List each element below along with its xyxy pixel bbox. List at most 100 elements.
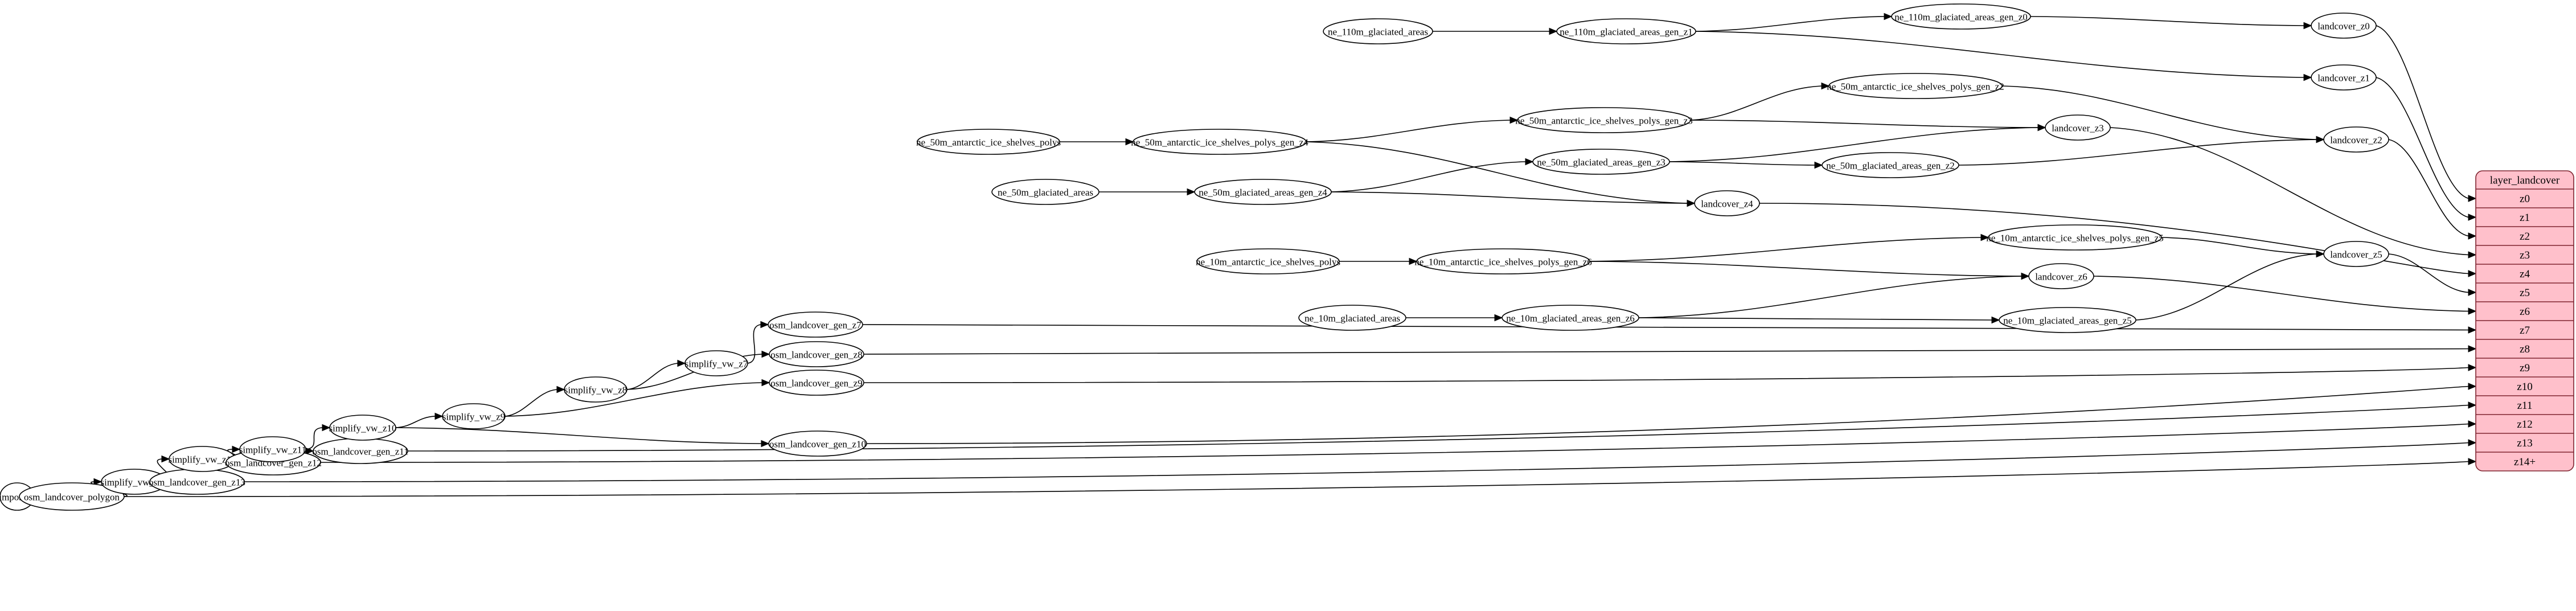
node-simplify_vw_z11[interactable] [239, 436, 306, 462]
node-ne_110m_glaciated_areas_gen_z1[interactable] [1556, 18, 1696, 44]
node-ne_110m_glaciated_areas_gen_z0[interactable] [1891, 3, 2031, 30]
arrowhead-icon [1821, 82, 1830, 90]
node-label-osm_landcover_gen_z10: osm_landcover_gen_z10 [769, 439, 866, 450]
arrowhead-icon [1549, 27, 1558, 35]
node-ne_50m_antarctic_ice_shelves_polys_gen_z4[interactable] [1133, 129, 1307, 155]
node-label-ne_50m_antarctic_ice_shelves_polys_gen_z3: ne_50m_antarctic_ice_shelves_polys_gen_z… [1515, 116, 1693, 126]
arrowhead-icon [2468, 439, 2477, 446]
edge-ne_50m_glaciated_areas_gen_z2-to-landcover_z2 [1958, 139, 2317, 166]
table-row-z9[interactable]: z9 [2520, 362, 2530, 374]
node-landcover_z0[interactable] [2311, 13, 2377, 39]
table-row-z6[interactable]: z6 [2520, 306, 2530, 318]
arrowhead-icon [2468, 383, 2477, 390]
node-label-ne_110m_glaciated_areas: ne_110m_glaciated_areas [1328, 27, 1428, 38]
layer-landcover-table: layer_landcover z0 z1 z2 z3 z4 z5 z6 z7 z8 z9 z10 z1… [2475, 170, 2574, 471]
node-simplify_vw_z9[interactable] [442, 403, 506, 429]
node-ne_10m_antarctic_ice_shelves_polys[interactable] [1196, 248, 1340, 274]
arrowhead-icon [2468, 458, 2477, 465]
arrowhead-icon [1509, 116, 1519, 124]
table-row-z2[interactable]: z2 [2520, 231, 2530, 243]
node-ne_50m_glaciated_areas_gen_z4[interactable] [1194, 179, 1332, 205]
node-label-osm_landcover_polygon: osm_landcover_polygon [24, 492, 120, 503]
arrowhead-icon [2303, 73, 2312, 81]
edge-osm_landcover_gen_z8-to-layer_landcover_z8 [863, 348, 2469, 355]
table-row-z11[interactable]: z11 [2517, 400, 2533, 412]
node-ne_50m_glaciated_areas_gen_z3[interactable] [1532, 149, 1670, 175]
edge-simplify_vw_z9-to-simplify_vw_z8 [504, 389, 557, 417]
node-landcover_z3[interactable] [2045, 114, 2111, 141]
node-osm_landcover_gen_z10[interactable] [768, 430, 867, 457]
node-label-ne_10m_antarctic_ice_shelves_polys_gen_z5: ne_10m_antarctic_ice_shelves_polys_gen_z… [1986, 233, 2164, 244]
table-row-z8[interactable]: z8 [2520, 343, 2530, 355]
node-label-landcover_z6: landcover_z6 [2035, 272, 2087, 282]
arrowhead-icon [2468, 270, 2477, 277]
node-ne_50m_glaciated_areas[interactable] [991, 179, 1100, 205]
node-ne_50m_antarctic_ice_shelves_polys[interactable] [917, 129, 1060, 155]
edge-ne_10m_glaciated_areas_gen_z5-to-landcover_z5 [2135, 253, 2317, 321]
node-label-ne_110m_glaciated_areas_gen_z0: ne_110m_glaciated_areas_gen_z0 [1894, 12, 2028, 23]
edge-ne_50m_glaciated_areas_gen_z4-to-landcover_z4 [1331, 191, 1688, 204]
table-row-z4[interactable]: z4 [2520, 268, 2530, 280]
edge-ne_50m_antarctic_ice_shelves_polys_gen_z3-to-landcover_z3 [1690, 120, 2038, 128]
node-landcover_z1[interactable] [2311, 64, 2377, 91]
node-simplify_vw_z8[interactable] [564, 376, 627, 403]
node-label-landcover_z4: landcover_z4 [1701, 199, 1753, 210]
node-ne_10m_glaciated_areas_gen_z5[interactable] [1999, 307, 2136, 333]
table-row-z12[interactable]: z12 [2517, 419, 2532, 430]
table-row-z7[interactable]: z7 [2520, 325, 2530, 337]
table-header-label: layer_landcover [2490, 175, 2560, 187]
node-osm_landcover_gen_z7[interactable] [768, 311, 863, 338]
node-landcover_z5[interactable] [2323, 241, 2389, 267]
node-label-osm_landcover_gen_z7: osm_landcover_gen_z7 [769, 320, 862, 331]
node-ne_10m_antarctic_ice_shelves_polys_gen_z6[interactable] [1416, 248, 1590, 274]
node-landcover_z6[interactable] [2028, 263, 2094, 289]
arrowhead-icon [556, 386, 565, 393]
node-osm_landcover_gen_z9[interactable] [769, 370, 864, 396]
node-label-osm_landcover_gen_z11: osm_landcover_gen_z11 [312, 446, 408, 457]
arrowhead-icon [1525, 158, 1534, 166]
table-row-z14p[interactable]: z14+ [2514, 456, 2536, 468]
table-row-z0[interactable]: z0 [2520, 193, 2530, 205]
node-simplify_vw_z10[interactable] [329, 415, 396, 441]
node-ne_10m_glaciated_areas_gen_z6[interactable] [1502, 305, 1639, 331]
arrowhead-icon [2468, 326, 2477, 334]
edge-simplify_vw_z9-to-osm_landcover_gen_z9 [504, 382, 762, 417]
edge-ne_110m_glaciated_areas_gen_z1-to-landcover_z1 [1695, 31, 2304, 78]
table-row-z1[interactable]: z1 [2520, 212, 2530, 224]
table-row-z13[interactable]: z13 [2517, 437, 2532, 449]
table-row-z10[interactable]: z10 [2517, 381, 2532, 393]
node-ne_50m_antarctic_ice_shelves_polys_gen_z3[interactable] [1517, 107, 1691, 133]
node-label-landcover_z0: landcover_z0 [2317, 21, 2370, 32]
arrowhead-icon [2303, 22, 2312, 30]
node-ne_10m_glaciated_areas[interactable] [1298, 305, 1406, 331]
node-landcover_z4[interactable] [1694, 190, 1760, 216]
edge-ne_50m_glaciated_areas_gen_z3-to-landcover_z3 [1669, 127, 2038, 162]
node-label-simplify_vw_z10: simplify_vw_z10 [329, 423, 397, 434]
edge-simplify_vw_z10-to-simplify_vw_z9 [395, 416, 436, 428]
arrowhead-icon [761, 379, 770, 387]
node-label-ne_10m_glaciated_areas_gen_z5: ne_10m_glaciated_areas_gen_z5 [2003, 315, 2132, 326]
node-osm_landcover_gen_z8[interactable] [769, 341, 864, 367]
arrowhead-icon [434, 412, 444, 420]
node-landcover_z2[interactable] [2323, 126, 2389, 153]
node-label-simplify_vw_z11: simplify_vw_z11 [239, 445, 306, 456]
arrowhead-icon [761, 350, 770, 358]
edge-landcover_z4-to-layer_landcover_z4 [1759, 203, 2469, 274]
table-row-z5[interactable]: z5 [2520, 287, 2530, 299]
node-ne_50m_glaciated_areas_gen_z2[interactable] [1822, 152, 1959, 178]
arrowhead-icon [322, 424, 331, 432]
table-row-z3[interactable]: z3 [2520, 249, 2530, 261]
node-label-osm_landcover_gen_z12: osm_landcover_gen_z12 [225, 458, 322, 469]
node-label-ne_110m_glaciated_areas_gen_z1: ne_110m_glaciated_areas_gen_z1 [1560, 27, 1693, 38]
arrowhead-icon [2316, 136, 2325, 143]
node-ne_10m_antarctic_ice_shelves_polys_gen_z5[interactable] [1988, 224, 2162, 251]
node-simplify_vw_z7[interactable] [684, 350, 748, 376]
node-ne_50m_antarctic_ice_shelves_polys_gen_z2[interactable] [1828, 73, 2003, 99]
arrowhead-icon [1980, 233, 1990, 241]
arrowhead-icon [2468, 251, 2477, 259]
node-osm_landcover_polygon[interactable] [19, 482, 125, 511]
node-label-simplify_vw_z12: simplify_vw_z12 [169, 454, 236, 465]
node-ne_110m_glaciated_areas[interactable] [1323, 18, 1433, 44]
arrowhead-icon [161, 455, 170, 463]
edge-simplify_vw_z7-to-osm_landcover_gen_z7 [747, 324, 761, 364]
